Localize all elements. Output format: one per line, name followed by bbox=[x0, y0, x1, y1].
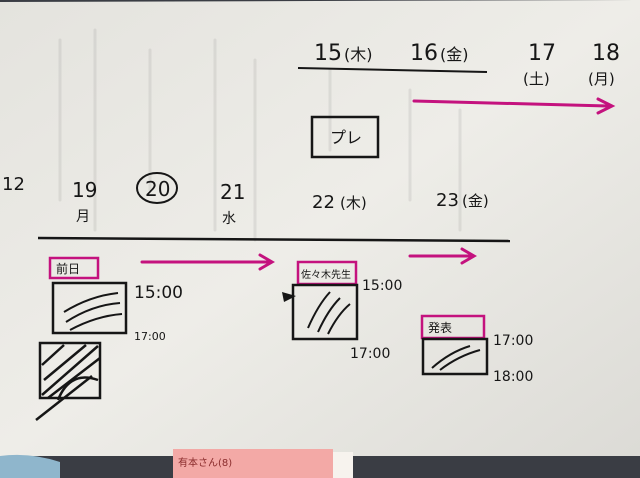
event-1-hatching bbox=[63, 292, 123, 331]
date-20-circle bbox=[136, 172, 178, 204]
lower-underline bbox=[37, 236, 511, 243]
event-1-start: 15:00 bbox=[134, 283, 183, 303]
pre-box-label: プレ bbox=[330, 128, 362, 147]
date-22: 22 bbox=[312, 192, 335, 213]
date-21: 21 bbox=[220, 180, 245, 204]
blue-item-edge bbox=[0, 454, 60, 478]
weekday-19: 月 bbox=[76, 209, 90, 225]
upper-arrow bbox=[412, 97, 616, 115]
lower-arrow-1 bbox=[140, 253, 275, 271]
event-3-box bbox=[421, 337, 489, 376]
event-2-end: 17:00 bbox=[350, 346, 390, 362]
date-16: 16 bbox=[410, 41, 438, 66]
sticky-note bbox=[173, 449, 333, 478]
scribbled-box bbox=[35, 341, 102, 421]
date-17: 17 bbox=[528, 41, 556, 66]
event-1-end: 17:00 bbox=[134, 330, 166, 343]
event-2: 佐々木先生 15:00 17:00 bbox=[282, 260, 402, 362]
event-3-tag: 発表 bbox=[428, 321, 452, 335]
event-2-start: 15:00 bbox=[362, 278, 402, 294]
month-label: 12 bbox=[2, 174, 25, 195]
event-3: 発表 17:00 18:00 bbox=[420, 314, 533, 385]
event-3-start: 17:00 bbox=[493, 333, 533, 349]
paper-sheet bbox=[0, 0, 640, 456]
weekday-15: (木) bbox=[344, 45, 373, 64]
date-23: 23 bbox=[436, 190, 459, 211]
date-20: 20 bbox=[145, 177, 170, 201]
sticky-note-text: 有本さん(8) bbox=[178, 456, 232, 469]
white-paper-edge bbox=[333, 452, 353, 478]
date-19: 19 bbox=[72, 178, 97, 202]
date-15: 15 bbox=[314, 41, 342, 66]
upper-date-row: 15 (木) 16 (金) 17 (土) 18 (月) bbox=[314, 41, 620, 88]
lower-arrow-2 bbox=[408, 247, 477, 265]
weekday-17: (土) bbox=[523, 70, 550, 88]
weekday-18: (月) bbox=[588, 70, 615, 88]
weekday-21: 水 bbox=[222, 211, 236, 227]
lower-date-row: 12 19 月 20 21 水 22 (木) 23 (金) bbox=[2, 172, 489, 227]
event-2-box bbox=[291, 283, 359, 341]
event-2-marker bbox=[282, 292, 296, 302]
upper-underline bbox=[297, 67, 488, 73]
event-2-tag: 佐々木先生 bbox=[301, 268, 351, 281]
pre-box bbox=[310, 115, 380, 159]
weekday-16: (金) bbox=[440, 45, 469, 64]
event-1-tag-box bbox=[48, 256, 100, 280]
weekday-23: (金) bbox=[462, 192, 489, 210]
weekday-22: (木) bbox=[340, 194, 367, 212]
event-3-end: 18:00 bbox=[493, 369, 533, 385]
event-3-hatching bbox=[431, 345, 481, 371]
event-2-hatching bbox=[307, 291, 351, 335]
event-1-box bbox=[51, 281, 128, 335]
event-1: 前日 15:00 17:00 bbox=[48, 256, 183, 343]
date-18: 18 bbox=[592, 41, 620, 66]
event-1-tag: 前日 bbox=[56, 261, 80, 276]
show-through-print bbox=[58, 28, 462, 242]
